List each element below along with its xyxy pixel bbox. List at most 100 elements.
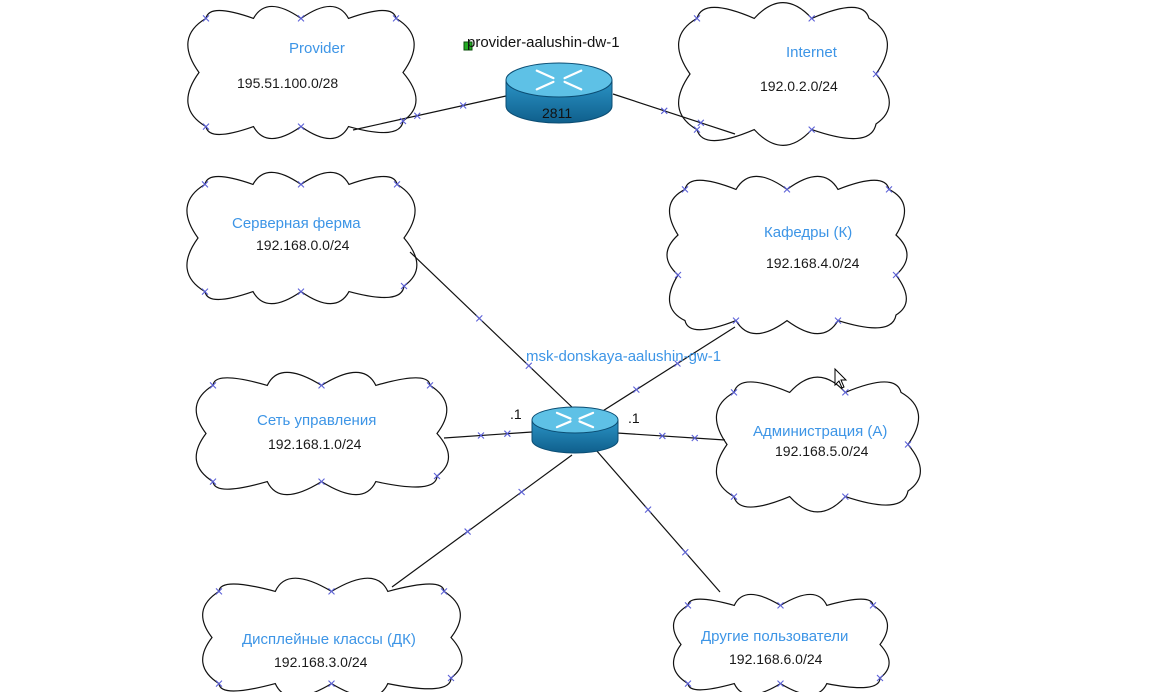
link-provider-top-router[interactable] bbox=[352, 95, 507, 131]
cloud-provider-network: 195.51.100.0/28 bbox=[237, 75, 339, 91]
link-management-core-marker-icon bbox=[503, 430, 511, 438]
cloud-others-network: 192.168.6.0/24 bbox=[729, 651, 823, 667]
cloud-servers-title: Серверная ферма bbox=[232, 215, 361, 232]
cloud-administration-title: Администрация (А) bbox=[753, 423, 888, 440]
cloud-departments-title: Кафедры (К) bbox=[764, 224, 853, 241]
cloud-servers-marker-icon bbox=[400, 282, 408, 290]
core-router-iface-left: .1 bbox=[510, 406, 522, 422]
cloud-departments-network: 192.168.4.0/24 bbox=[766, 255, 860, 271]
cloud-departments-marker-icon bbox=[783, 186, 791, 193]
cloud-management-marker-icon bbox=[426, 382, 434, 389]
cloud-display-title: Дисплейные классы (ДК) bbox=[242, 631, 416, 648]
cloud-others-marker-icon bbox=[876, 674, 884, 682]
link-departments-core[interactable] bbox=[597, 326, 736, 415]
cloud-internet-marker-icon bbox=[808, 15, 816, 22]
cloud-internet-marker-icon bbox=[808, 126, 816, 133]
cloud-administration-network: 192.168.5.0/24 bbox=[775, 443, 869, 459]
cloud-administration-icon[interactable] bbox=[715, 376, 921, 513]
core-router-name: msk-donskaya-aalushin-gw-1 bbox=[526, 348, 722, 365]
link-top-router-internet-marker-icon bbox=[697, 119, 705, 127]
cloud-display-marker-icon bbox=[447, 674, 455, 682]
link-provider-top-router-marker-icon bbox=[459, 102, 467, 109]
cloud-administration-marker-icon bbox=[841, 389, 849, 396]
link-others-core[interactable] bbox=[595, 449, 721, 593]
cloud-administration-marker-icon bbox=[730, 493, 738, 500]
cloud-display-marker-icon bbox=[440, 588, 448, 595]
link-administration-core-marker-icon bbox=[658, 432, 666, 440]
cloud-servers-network: 192.168.0.0/24 bbox=[256, 237, 350, 253]
cloud-management-marker-icon bbox=[209, 382, 217, 389]
link-departments-core-marker-icon bbox=[674, 360, 681, 367]
link-display-core-marker-icon bbox=[464, 528, 471, 535]
cloud-management-marker-icon bbox=[209, 478, 217, 485]
cloud-display-marker-icon bbox=[328, 680, 335, 687]
link-servers-core-marker-icon bbox=[475, 314, 483, 322]
link-servers-core-marker-icon bbox=[525, 362, 533, 370]
cloud-departments-icon[interactable] bbox=[666, 175, 908, 335]
cloud-provider-marker-icon bbox=[202, 15, 210, 22]
cloud-servers-marker-icon bbox=[393, 181, 401, 188]
top-router-icon[interactable] bbox=[505, 62, 613, 124]
top-router-model: 2811 bbox=[542, 105, 573, 121]
green-square-icon bbox=[463, 41, 473, 51]
cloud-display-marker-icon bbox=[215, 588, 223, 595]
mouse-pointer-icon bbox=[834, 367, 848, 389]
cloud-departments-marker-icon bbox=[681, 186, 689, 193]
cloud-servers-marker-icon bbox=[297, 288, 305, 295]
cloud-others-marker-icon bbox=[684, 602, 692, 609]
cloud-management-marker-icon bbox=[318, 478, 325, 485]
cloud-management-network: 192.168.1.0/24 bbox=[268, 436, 362, 452]
cloud-management-marker-icon bbox=[318, 382, 325, 389]
cloud-departments-marker-icon bbox=[834, 317, 842, 324]
cloud-others-marker-icon bbox=[684, 680, 692, 687]
cloud-display-network: 192.168.3.0/24 bbox=[274, 654, 368, 670]
cloud-departments-marker-icon bbox=[885, 186, 893, 193]
core-router-iface-right: .1 bbox=[628, 410, 640, 426]
cloud-internet-marker-icon bbox=[693, 126, 701, 133]
link-provider-top-router-marker-icon bbox=[413, 112, 421, 120]
cloud-provider-marker-icon bbox=[392, 15, 400, 22]
link-administration-core[interactable] bbox=[616, 432, 726, 441]
cloud-provider-marker-icon bbox=[202, 123, 210, 130]
cloud-departments-marker-icon bbox=[892, 271, 900, 279]
cloud-management-title: Сеть управления bbox=[257, 412, 377, 429]
cloud-departments-marker-icon bbox=[732, 317, 740, 324]
cloud-provider-marker-icon bbox=[297, 123, 305, 130]
cloud-management-marker-icon bbox=[433, 472, 441, 480]
cloud-internet-network: 192.0.2.0/24 bbox=[760, 78, 838, 94]
cloud-administration-marker-icon bbox=[730, 389, 738, 396]
cloud-administration-marker-icon bbox=[904, 441, 912, 448]
cloud-servers-marker-icon bbox=[201, 181, 209, 188]
link-top-router-internet[interactable] bbox=[612, 93, 736, 135]
cloud-display-marker-icon bbox=[328, 588, 335, 595]
cloud-internet-icon[interactable] bbox=[677, 2, 890, 146]
cloud-provider-icon[interactable] bbox=[187, 5, 417, 140]
cloud-provider-marker-icon bbox=[399, 117, 407, 125]
link-departments-core-marker-icon bbox=[632, 386, 640, 394]
link-others-core-marker-icon bbox=[681, 548, 689, 556]
core-router-icon[interactable] bbox=[531, 406, 619, 454]
cloud-servers-marker-icon bbox=[201, 288, 209, 295]
link-display-core[interactable] bbox=[391, 454, 573, 588]
cloud-others-marker-icon bbox=[777, 680, 784, 687]
link-top-router-internet-marker-icon bbox=[660, 107, 668, 115]
cloud-others-marker-icon bbox=[777, 602, 784, 609]
cloud-internet-title: Internet bbox=[786, 44, 837, 61]
link-management-core[interactable] bbox=[443, 431, 533, 439]
cloud-internet-marker-icon bbox=[872, 70, 880, 78]
link-display-core-marker-icon bbox=[518, 488, 525, 496]
link-servers-core[interactable] bbox=[409, 251, 576, 411]
cloud-display-marker-icon bbox=[215, 680, 223, 687]
cloud-servers-marker-icon bbox=[297, 181, 305, 188]
link-administration-core-marker-icon bbox=[691, 434, 699, 442]
cloud-internet-marker-icon bbox=[693, 15, 701, 22]
cloud-provider-title: Provider bbox=[289, 40, 345, 57]
cloud-others-title: Другие пользователи bbox=[701, 628, 849, 645]
top-router-name: provider-aalushin-dw-1 bbox=[467, 34, 620, 51]
cloud-management-icon[interactable] bbox=[195, 371, 450, 496]
cloud-departments-marker-icon bbox=[674, 271, 682, 279]
cloud-provider-marker-icon bbox=[297, 15, 305, 22]
link-others-core-marker-icon bbox=[644, 506, 652, 514]
link-management-core-marker-icon bbox=[477, 432, 485, 439]
